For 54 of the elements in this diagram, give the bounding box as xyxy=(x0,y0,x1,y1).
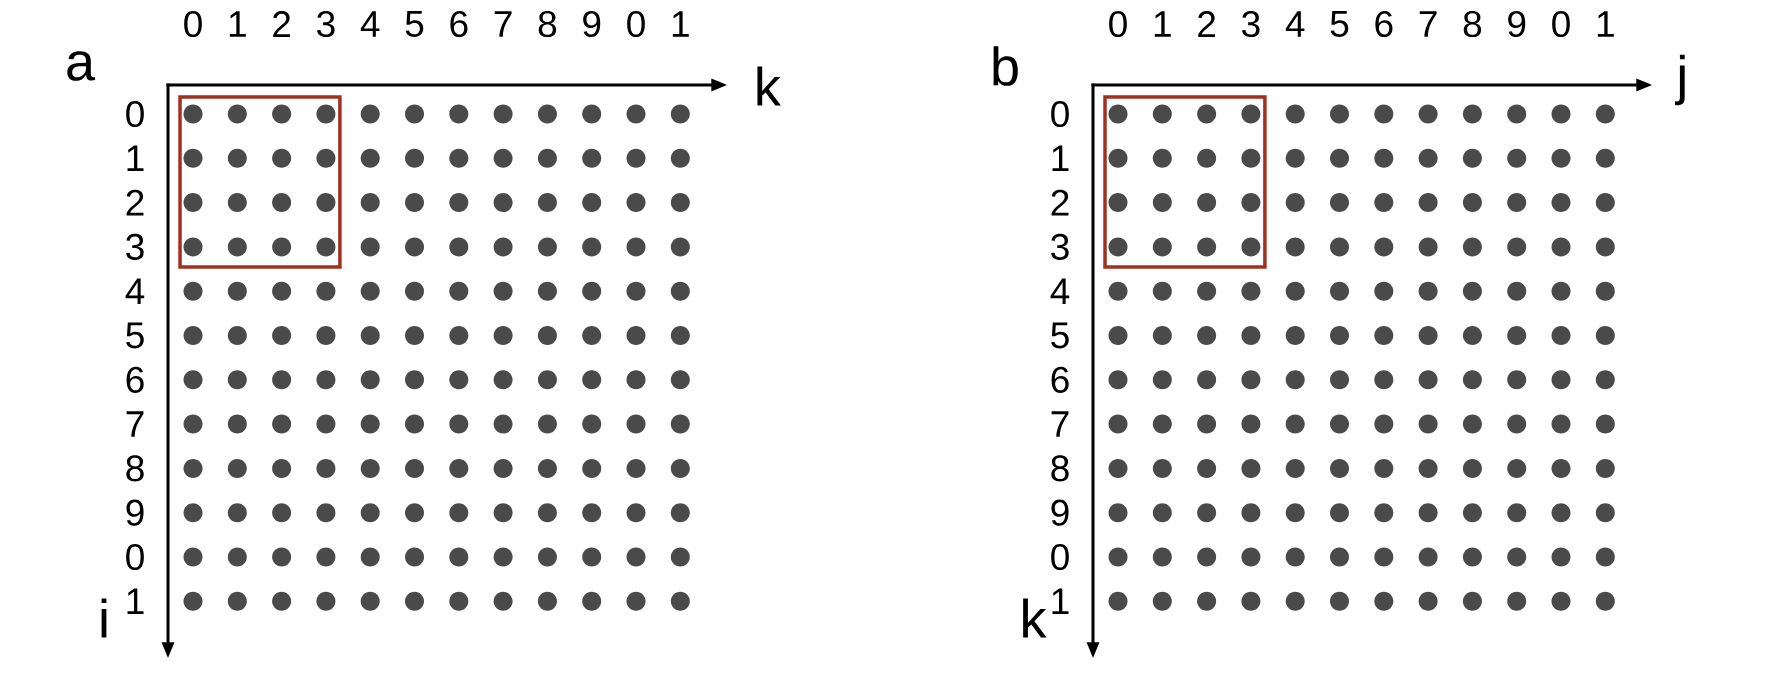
row-label: 8 xyxy=(1051,455,1069,482)
tick-label: 6 xyxy=(450,10,468,38)
row-label: 8 xyxy=(126,455,144,482)
tick-label: 3 xyxy=(1242,10,1260,38)
tick-label: 9 xyxy=(583,10,601,38)
tick-label: 4 xyxy=(1285,11,1305,37)
row-label: 9 xyxy=(1051,499,1069,526)
tick-label: 7 xyxy=(494,11,512,37)
row-label: 4 xyxy=(1050,278,1070,304)
row-label: 3 xyxy=(1051,233,1069,260)
row-label: 9 xyxy=(126,499,144,526)
row-label: 7 xyxy=(126,411,144,437)
row-label: 6 xyxy=(1051,366,1069,393)
tick-label: 5 xyxy=(405,11,424,37)
tick-label: 8 xyxy=(1463,10,1482,38)
tick-label: 3 xyxy=(317,10,335,38)
tick-label: 0 xyxy=(1109,10,1127,38)
row-label: 6 xyxy=(126,366,144,393)
tick-label: 2 xyxy=(273,11,291,37)
tick-label: 5 xyxy=(1330,11,1349,37)
row-label: 0 xyxy=(1051,543,1069,571)
panel-letter: b xyxy=(993,46,1018,86)
tick-label: 1 xyxy=(672,11,689,37)
tick-label: 8 xyxy=(538,10,557,38)
tick-label: 9 xyxy=(1508,10,1526,38)
axis-label: i xyxy=(101,598,107,638)
row-label: 1 xyxy=(1052,145,1069,171)
tick-label: 7 xyxy=(1419,11,1437,37)
tick-label: 1 xyxy=(1154,11,1171,37)
row-label: 5 xyxy=(126,322,144,349)
tick-label: 0 xyxy=(1552,10,1570,38)
row-label: 4 xyxy=(125,278,145,304)
row-label: 0 xyxy=(126,543,144,571)
row-label: 7 xyxy=(1051,411,1069,437)
row-label: 0 xyxy=(126,100,144,128)
tick-label: 4 xyxy=(360,11,380,37)
row-label: 1 xyxy=(127,588,144,614)
row-label: 3 xyxy=(126,233,144,260)
axis-label: j xyxy=(1675,54,1685,106)
row-label: 1 xyxy=(1052,588,1069,614)
row-label: 0 xyxy=(1051,100,1069,128)
row-label: 2 xyxy=(1051,189,1069,216)
row-label: 2 xyxy=(126,189,144,216)
tick-label: 1 xyxy=(1597,11,1614,37)
tick-label: 1 xyxy=(229,11,246,37)
axis-label: k xyxy=(757,66,781,106)
tick-label: 0 xyxy=(184,10,202,38)
row-label: 1 xyxy=(127,145,144,171)
tick-label: 2 xyxy=(1198,11,1216,37)
tick-label: 6 xyxy=(1375,10,1393,38)
row-label: 5 xyxy=(1051,322,1069,349)
axis-label: k xyxy=(1023,598,1047,638)
tick-label: 0 xyxy=(627,10,645,38)
panel-letter: a xyxy=(67,51,96,81)
